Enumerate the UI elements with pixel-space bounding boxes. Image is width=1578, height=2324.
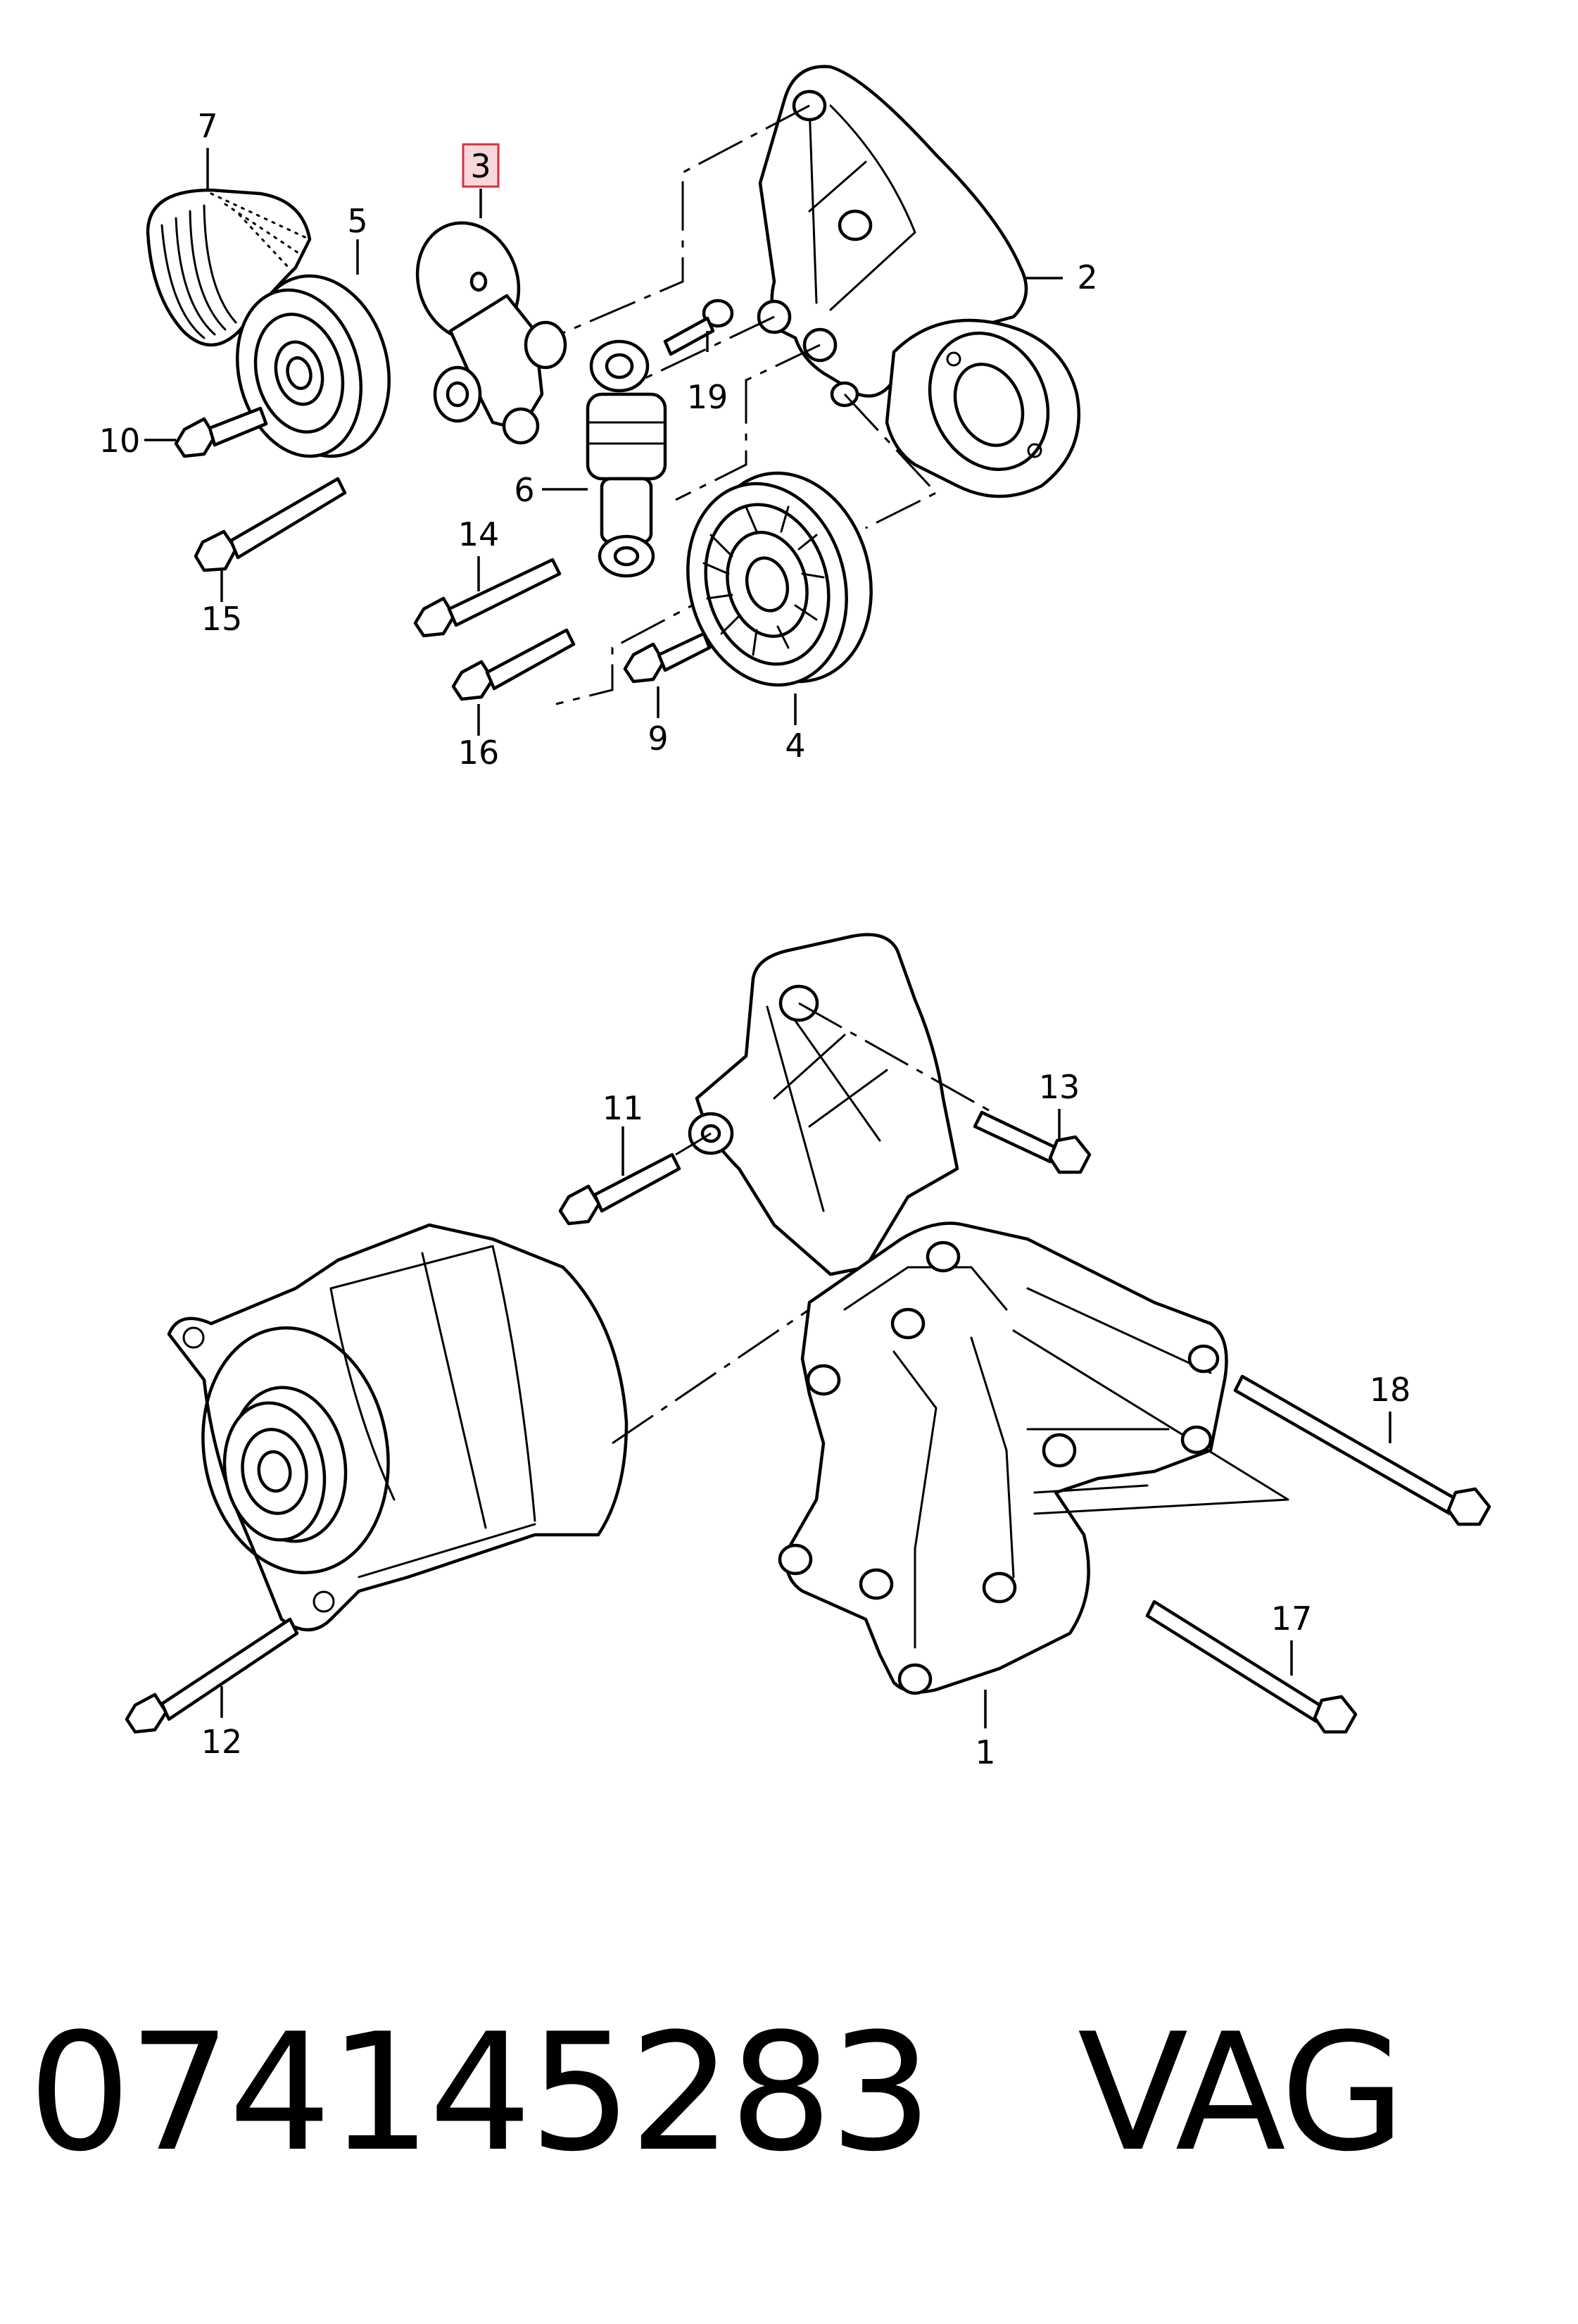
callout-2: 2 <box>1077 258 1097 296</box>
ribbed-belt-part-7 <box>146 188 312 347</box>
callout-15: 15 <box>201 600 243 638</box>
bolt-part-18 <box>1233 1374 1491 1526</box>
footer-caption: 074145283 VAG <box>28 1999 1548 2211</box>
callout-9: 9 <box>648 720 668 758</box>
callout-16: 16 <box>458 734 500 772</box>
bolt-part-16 <box>451 628 576 701</box>
callout-3-highlight <box>462 143 500 188</box>
bracket-part-1-upper <box>688 933 959 1276</box>
callout-14: 14 <box>458 515 500 553</box>
bracket-part-1-lower <box>778 1221 1289 1695</box>
callout-19: 19 <box>687 378 728 416</box>
bolt-part-14 <box>413 558 562 638</box>
tensioner-arm-part-3 <box>415 221 567 445</box>
callout-11: 11 <box>602 1089 644 1127</box>
callout-17: 17 <box>1271 1600 1313 1638</box>
callout-4: 4 <box>785 727 805 765</box>
brand-name: VAG <box>1078 1999 1406 2187</box>
callout-7: 7 <box>197 107 217 145</box>
callout-13: 13 <box>1039 1068 1080 1106</box>
part-number: 074145283 <box>28 1999 933 2187</box>
bolt-part-10 <box>174 406 268 458</box>
leader-lines <box>144 148 1391 1728</box>
bolt-part-12 <box>125 1617 299 1734</box>
bolt-part-15 <box>194 477 347 572</box>
support-bracket-part-2 <box>757 65 1080 498</box>
callout-3: 3 <box>470 147 491 185</box>
tensioner-pulley-part-5 <box>235 274 391 458</box>
callout-10: 10 <box>99 422 141 460</box>
callout-18: 18 <box>1370 1371 1411 1409</box>
alternator <box>167 1223 629 1632</box>
bolt-part-19 <box>663 299 734 356</box>
bolt-part-9 <box>623 632 712 684</box>
callout-12: 12 <box>201 1723 243 1761</box>
bolt-part-11 <box>558 1152 681 1226</box>
callout-5: 5 <box>347 202 367 240</box>
damper-part-6 <box>586 339 667 578</box>
bolt-part-13 <box>973 1110 1092 1174</box>
callout-6: 6 <box>514 471 534 509</box>
callout-1: 1 <box>975 1733 995 1771</box>
bolt-part-17 <box>1145 1600 1358 1734</box>
idler-pulley-part-4 <box>686 471 873 687</box>
